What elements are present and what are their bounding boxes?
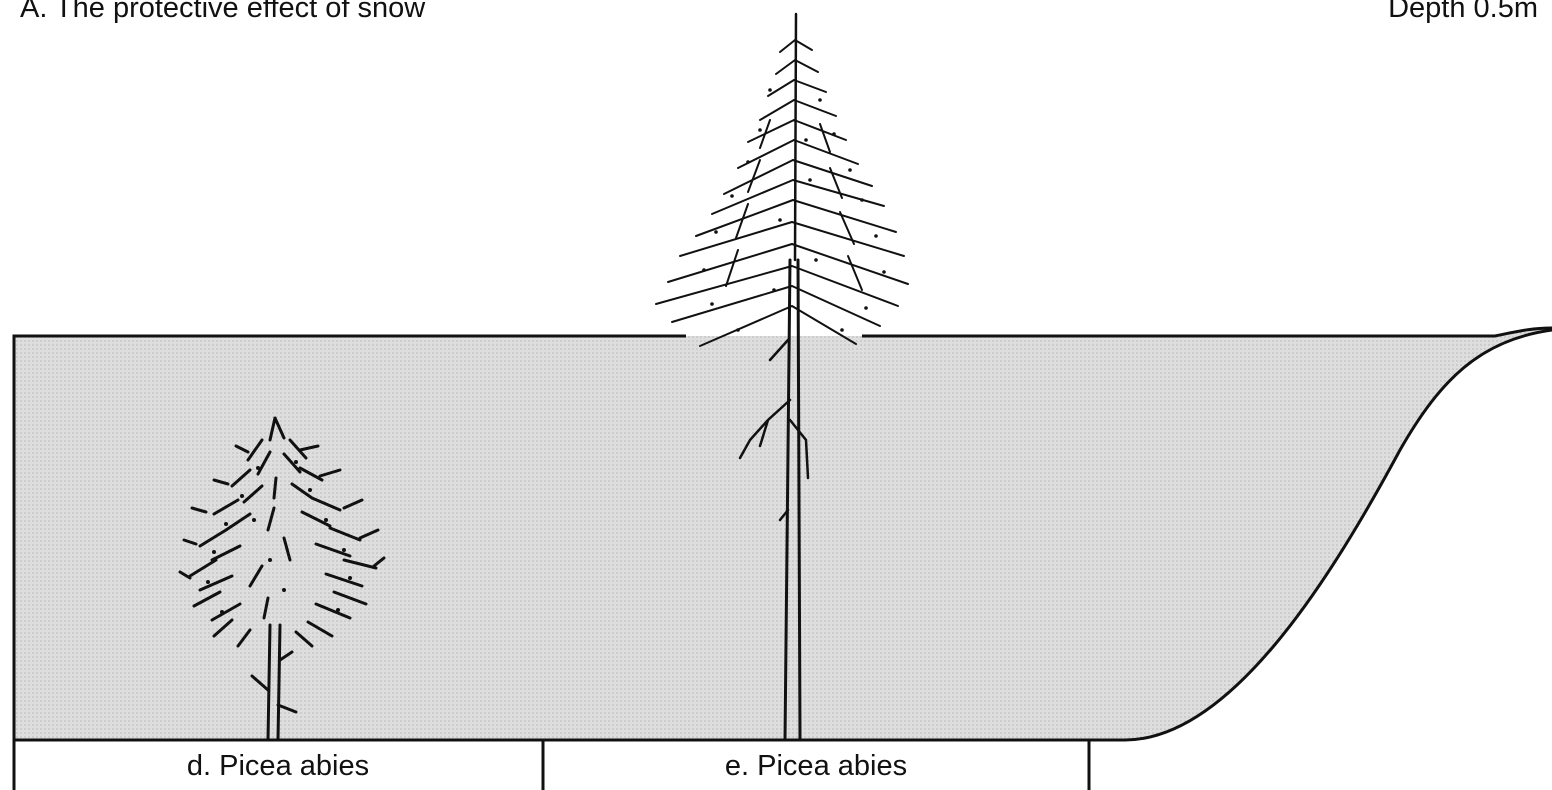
- label-tree-d: d. Picea abies: [14, 750, 542, 783]
- depth-label: Depth 0.5m: [1388, 0, 1538, 25]
- snow-layer: [14, 328, 1552, 740]
- snow-surface-line-right: [862, 328, 1552, 336]
- label-tree-e: e. Picea abies: [545, 750, 1087, 783]
- figure-title: A. The protective effect of snow: [20, 0, 425, 25]
